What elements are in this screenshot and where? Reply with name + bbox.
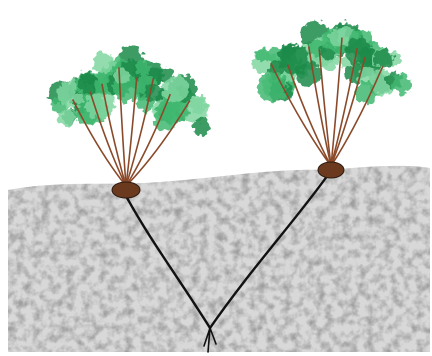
right-leaf-cluster (391, 74, 411, 94)
right-carrot-plant (252, 21, 411, 178)
left-leaf-cluster (58, 109, 75, 126)
soil-layer (8, 166, 430, 352)
right-leaf-cluster (256, 49, 269, 62)
left-carrot-plant (49, 47, 210, 198)
right-carrot-top (318, 162, 344, 178)
left-leaf-cluster (115, 69, 130, 84)
right-leaf-cluster (375, 49, 395, 69)
left-foliage (49, 47, 210, 135)
left-leaf-cluster (81, 71, 95, 85)
left-leaf-cluster (162, 75, 189, 102)
right-leaf-cluster (295, 61, 320, 86)
left-leaf-cluster (135, 60, 150, 75)
soil-texture (8, 166, 430, 352)
left-leaf-cluster (93, 52, 114, 73)
left-carrot-top (112, 182, 140, 198)
left-leaf-cluster (193, 118, 210, 135)
right-foliage (252, 21, 411, 104)
